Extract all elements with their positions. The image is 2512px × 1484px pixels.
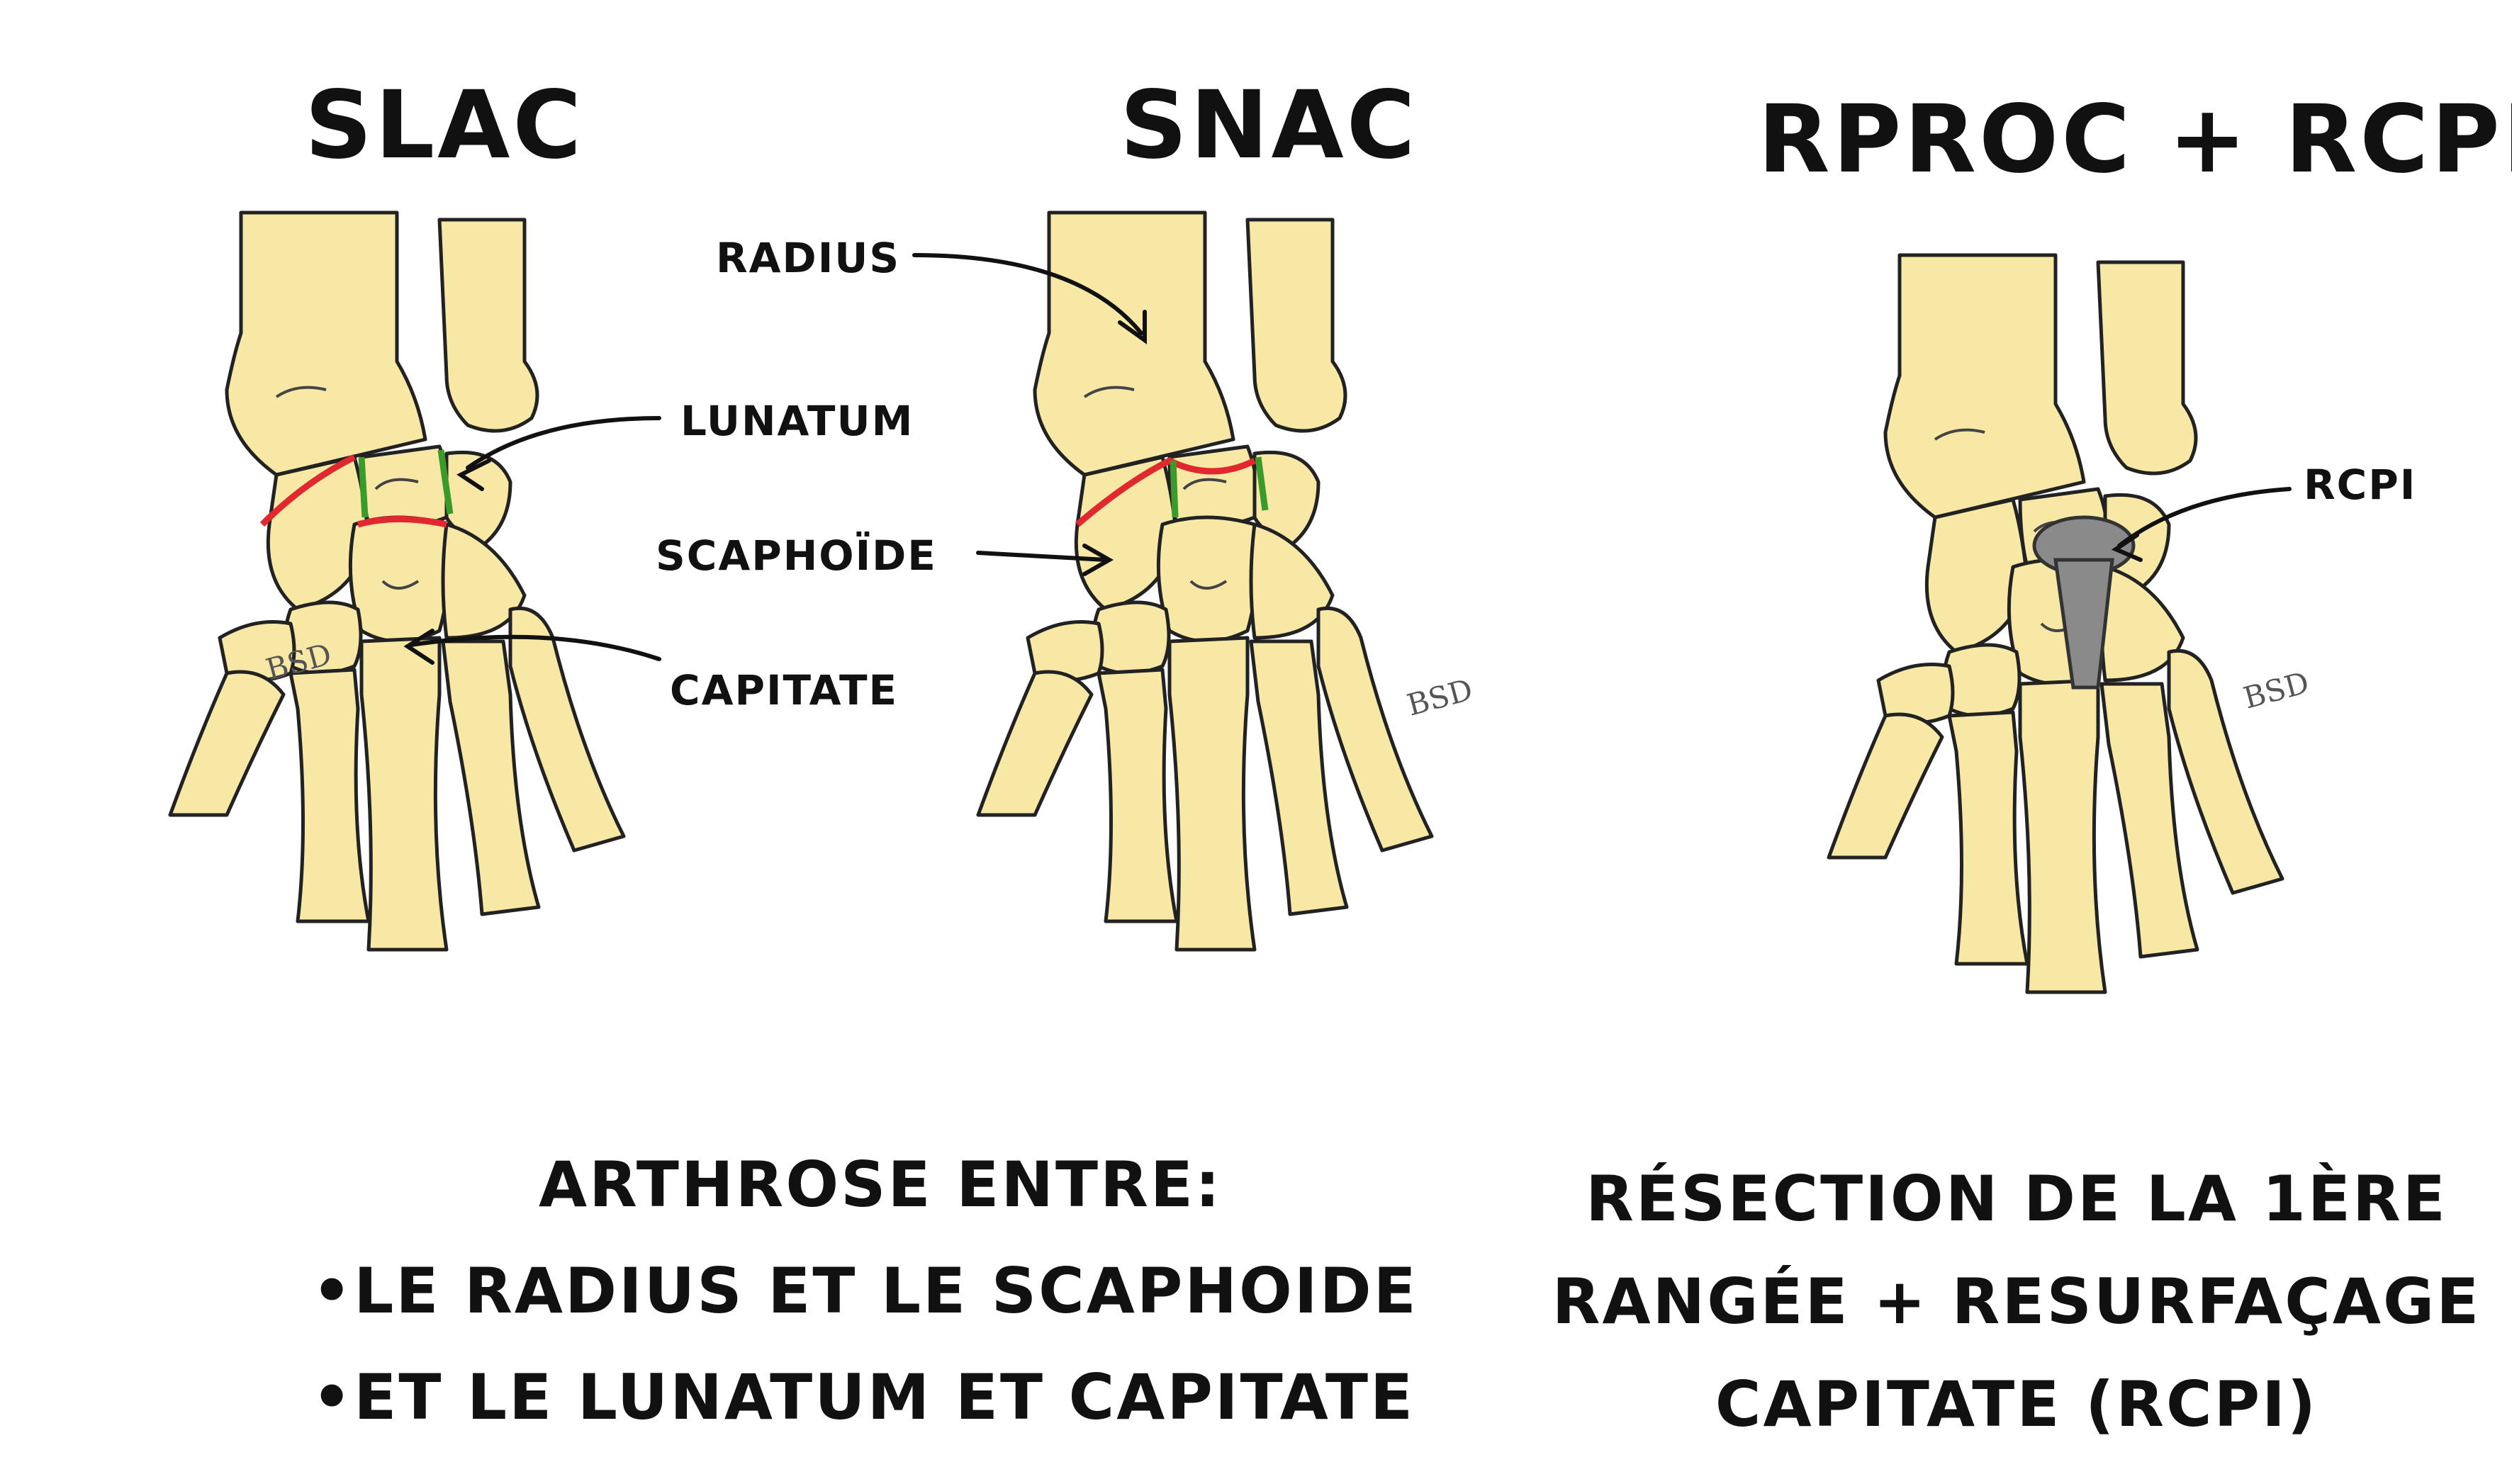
title-slac: SLAC bbox=[305, 71, 585, 180]
title-snac: SNAC bbox=[1120, 71, 1418, 180]
rcpi-implant bbox=[2032, 515, 2136, 690]
radioscaphoid-arthrosis bbox=[259, 454, 357, 527]
label-capitate: CAPITATE bbox=[670, 666, 899, 714]
arrowhead-lunatum bbox=[456, 459, 491, 491]
caption-arthrose-item-2: ET LE LUNATUM ET CAPITATE bbox=[312, 1361, 1415, 1434]
label-rcpi: RCPI bbox=[2304, 461, 2417, 509]
signature-right: BSD bbox=[2240, 665, 2313, 715]
arrow-radius bbox=[912, 253, 1143, 335]
capitolunate-arthrosis bbox=[357, 516, 447, 528]
arrow-lunatum bbox=[466, 416, 661, 470]
radiolunate-cartilage bbox=[358, 456, 369, 518]
snac-cartilage-1 bbox=[1170, 460, 1179, 518]
caption-arthrose-item-1: LE RADIUS ET LE SCAPHOIDE bbox=[312, 1254, 1418, 1327]
lunotriquetral-cartilage bbox=[437, 449, 454, 515]
caption-resection-line-2: RANGÉE + RESURFAÇAGE bbox=[1552, 1265, 2482, 1338]
rproc-hand bbox=[1829, 255, 2282, 992]
snac-arthrosis-line bbox=[1075, 456, 1257, 527]
arrow-scaphoide bbox=[976, 551, 1108, 562]
arrowhead-radius bbox=[1118, 310, 1147, 344]
title-rproc-rcpi: RPROC + RCPI bbox=[1758, 85, 2512, 194]
arrowhead-rcpi bbox=[2111, 533, 2143, 562]
snac-cartilage-2 bbox=[1255, 456, 1269, 511]
signature-middle: BSD bbox=[1403, 672, 1476, 722]
label-scaphoide: SCAPHOÏDE bbox=[656, 532, 937, 580]
arrow-capitate bbox=[409, 634, 661, 661]
label-lunatum: LUNATUM bbox=[680, 397, 914, 445]
caption-arthrose-heading: ARTHROSE ENTRE: bbox=[539, 1148, 1223, 1221]
caption-resection-line-3: CAPITATE (RCPI) bbox=[1715, 1368, 2318, 1441]
label-radius: RADIUS bbox=[716, 234, 901, 282]
arrowhead-scaphoide bbox=[1082, 544, 1114, 576]
snac-hand bbox=[978, 213, 1432, 950]
slac-hand bbox=[170, 213, 624, 950]
caption-resection-line-1: RÉSECTION DE LA 1ÈRE bbox=[1586, 1162, 2447, 1235]
arrowhead-capitate bbox=[403, 629, 434, 665]
